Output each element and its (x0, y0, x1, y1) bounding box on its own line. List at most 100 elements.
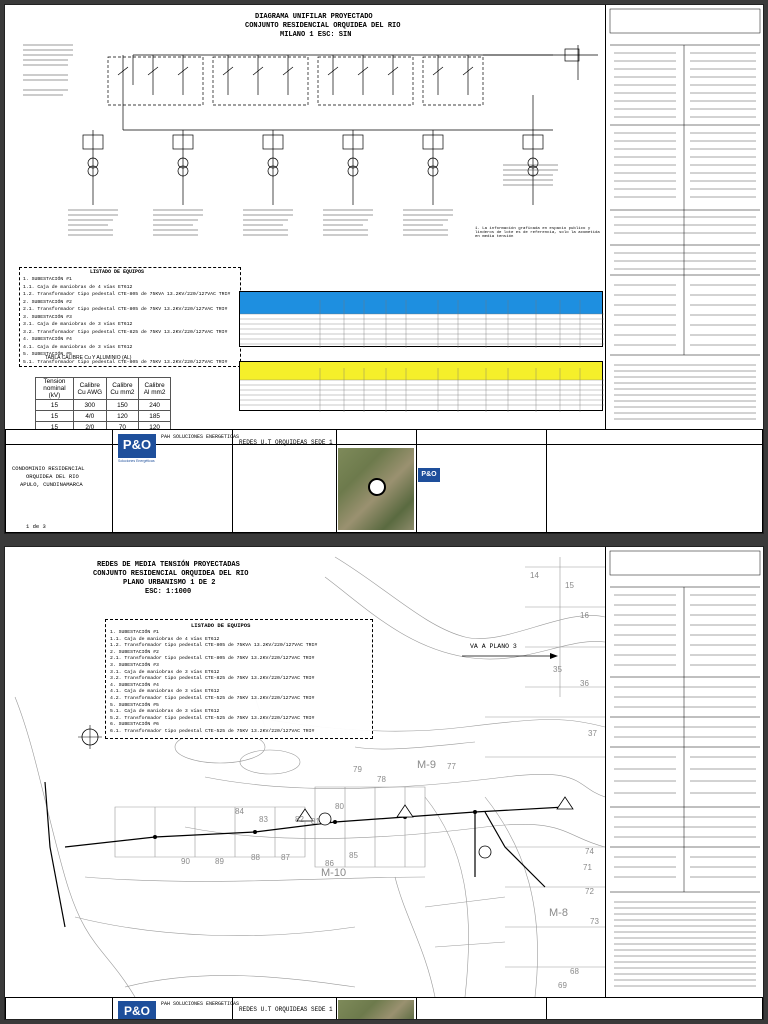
cable-table-cell: 120 (105, 410, 140, 422)
lot-number: 82 (295, 815, 304, 824)
equipment-list-item: 6. SUBESTACIÓN #6 (110, 722, 159, 728)
client-line-2: PAH SOLUCIONES ENERGETICAS (161, 1001, 240, 1007)
equipment-list-item: 4.1. Caja de maniobras de 3 vías ET612 (110, 689, 220, 695)
equipment-list-item: 6.1. Transformador tipo pedestal CTE-525… (110, 729, 315, 734)
lot-number: 16 (580, 611, 589, 620)
to-plan-3-arrow-icon (462, 653, 558, 659)
equipment-list-item: 3.2. Transformador tipo pedestal CTE-825… (110, 676, 315, 682)
calc-table-blue-grid (240, 300, 604, 348)
sheet2-scale: ESC: 1:1000 (145, 588, 192, 596)
equipment-list-item: 2.1. Transformador tipo pedestal CTE-805… (110, 656, 315, 662)
equipment-list-item: 2. SUBESTACIÓN #2 (110, 649, 159, 655)
sheet2-plan: PLANO URBANISMO 1 DE 2 (123, 579, 216, 587)
cable-table-cell: 300 (72, 399, 107, 411)
lot-number: 37 (588, 729, 597, 738)
cable-table-header: Calibre Al mm2 (138, 377, 171, 400)
sheet1-title: DIAGRAMA UNIFILAR PROYECTADO (255, 13, 373, 21)
equipment-list-item: 4. SUBESTACIÓN #4 (23, 337, 72, 342)
lot-number: 15 (565, 581, 574, 590)
equipment-list-item: 1. SUBESTACIÓN #1 (110, 630, 159, 635)
lot-number: 35 (553, 665, 562, 674)
company-subtitle: Soluciones Energéticas (118, 459, 155, 463)
legend-symbols-2 (609, 550, 761, 987)
lot-number: M-8 (549, 907, 568, 919)
lot-number: M-10 (321, 867, 347, 879)
company-logo-2: P&O (418, 468, 440, 482)
legend-symbols (609, 8, 761, 420)
equipment-list-item: 1. SUBESTACIÓN #1 (23, 277, 72, 282)
lot-number: 87 (281, 853, 290, 862)
lot-number: 86 (325, 859, 334, 868)
lot-number: 78 (377, 775, 386, 784)
lot-number: 79 (353, 765, 362, 774)
company-logo-3: P&O (118, 1001, 156, 1019)
equipment-list-title: LISTADO DE EQUIPOS (90, 269, 145, 275)
sheet2-subtitle: CONJUNTO RESIDENCIAL ORQUIDEA DEL RIO (93, 570, 249, 578)
equipment-list-item: 3.2. Transformador tipo pedestal CTE-825… (23, 329, 228, 335)
calc-table-yellow-grid (240, 368, 604, 412)
equipment-list-item: 2. SUBESTACIÓN #2 (23, 299, 72, 305)
cable-table-cell: 15 (35, 399, 74, 411)
equipment-list-item: 4. SUBESTACIÓN #4 (110, 682, 159, 688)
lot-number: 85 (349, 851, 358, 860)
lot-number: 69 (558, 981, 567, 990)
lot-number: 72 (585, 887, 594, 896)
cable-table-cell: 150 (105, 399, 140, 411)
legend-column-sheet1 (605, 5, 763, 429)
cable-table-cell: 15 (35, 410, 74, 422)
lot-number: 71 (583, 863, 592, 872)
sheet-diagrama-unifilar: DIAGRAMA UNIFILAR PROYECTADO CONJUNTO RE… (4, 4, 764, 534)
sheet-number: 1 de 3 (26, 523, 46, 530)
cable-table-header: Tension nominal (kV) (35, 377, 74, 400)
lot-number: 68 (570, 967, 579, 976)
client-line: PAH SOLUCIONES ENERGETICAS (161, 434, 240, 440)
aerial-photo-2 (338, 1000, 414, 1019)
lot-number: 36 (580, 679, 589, 688)
equipment-list-item: 3.1. Caja de maniobras de 3 vías ET612 (110, 669, 220, 675)
equipment-list-item: 1.2. Transformador tipo pedestal CTE-805… (23, 292, 231, 297)
cable-table-header: Calibre Cu AWG (72, 377, 107, 400)
sheet2-title: REDES DE MEDIA TENSIÓN PROYECTADAS (97, 561, 240, 569)
equipment-list-box: LISTADO DE EQUIPOS 1. SUBESTACIÓN #1 1.1.… (19, 267, 241, 367)
sheet1-subtitle: CONJUNTO RESIDENCIAL ORQUIDEA DEL RIO (245, 22, 401, 30)
equipment-list-2-title: LISTADO DE EQUIPOS (191, 622, 251, 629)
lot-number: 81 (311, 817, 320, 826)
project-name-2: REDES U.T ORQUIDEAS SEDE 1 (239, 1006, 333, 1013)
equipment-list-item: 4.1. Caja de maniobras de 3 vías ET612 (23, 344, 133, 350)
equipment-list-item: 4.2. Transformador tipo pedestal CTE-525… (110, 696, 315, 701)
cable-table-caption: TABLA CALIBRE Cu Y ALUMINIO (AL) (45, 355, 132, 361)
lot-number: M-9 (417, 759, 436, 771)
site-plan-map (14, 556, 605, 997)
location-line-1: CONDOMINIO RESIDENCIAL (12, 465, 85, 472)
equipment-list-item: 1.2. Transformador tipo pedestal CTE-805… (110, 643, 318, 649)
aerial-photo (338, 448, 414, 530)
lot-number: 84 (235, 807, 244, 816)
lot-number: 83 (259, 815, 268, 824)
cable-table-cell: 240 (138, 399, 171, 411)
lot-number: 73 (590, 917, 599, 926)
company-logo-text: P&O (122, 437, 152, 452)
lot-number: 80 (335, 802, 344, 811)
lot-number: 88 (251, 853, 260, 862)
lot-number: 77 (447, 762, 456, 771)
equipment-list-item: 1.1. Caja de maniobras de 4 vías ET612 (23, 284, 133, 290)
cable-table-header: Calibre Cu mm2 (105, 377, 140, 400)
equipment-list-item: 2.1. Transformador tipo pedestal CTE-805… (23, 307, 228, 312)
diagram-note: 1. La información graficada en espacio p… (475, 227, 600, 239)
to-plan-3-label: VA A PLANO 3 (470, 643, 517, 650)
calc-table-yellow-header (240, 362, 602, 380)
lot-number: 14 (530, 571, 539, 580)
equipment-list-item: 3. SUBESTACIÓN #3 (23, 314, 72, 320)
titleblock-sheet2: P&O PAH SOLUCIONES ENERGETICAS REDES U.T… (5, 997, 763, 1019)
company-logo-3-text: P&O (123, 1004, 150, 1018)
lot-number: 90 (181, 857, 190, 866)
equipment-list-item: 1.1. Caja de maniobras de 4 vías ET612 (110, 636, 220, 642)
equipment-list-item: 5. SUBESTACIÓN #5 (110, 702, 159, 708)
equipment-list-item: 5. SUBESTACIÓN #5 (23, 352, 72, 357)
single-line-diagram (23, 44, 598, 236)
equipment-list-item: 5.1. Caja de maniobras de 3 vías ET612 (110, 709, 220, 715)
